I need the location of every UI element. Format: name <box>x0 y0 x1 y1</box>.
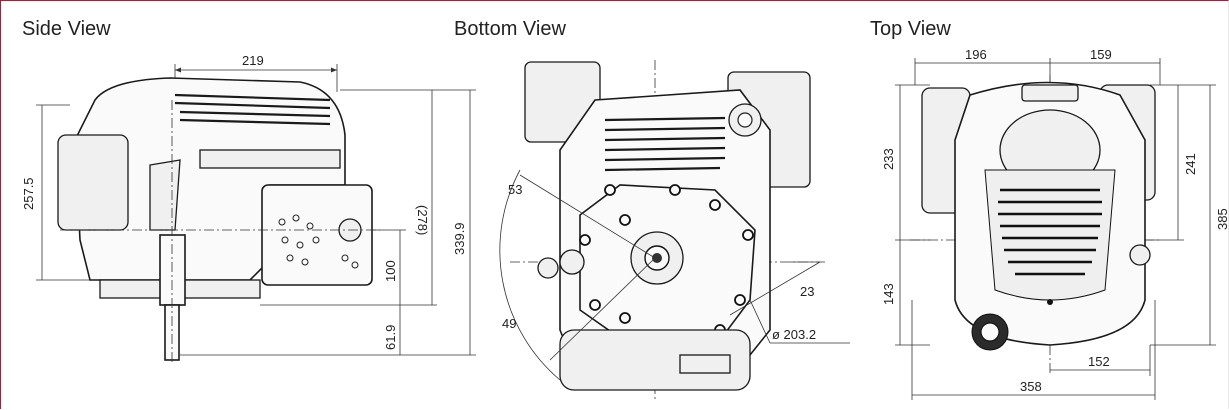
cooling-grille <box>998 188 1102 276</box>
top-view-drawing: 196 159 233 143 241 385 152 358 <box>881 47 1229 400</box>
dim-152: 152 <box>1088 354 1110 369</box>
dim-257-5: 257.5 <box>21 177 36 210</box>
dim-196: 196 <box>965 47 987 62</box>
cylinder-fins <box>604 116 726 172</box>
bottom-view-title: Bottom View <box>454 18 566 40</box>
dim-219: 219 <box>242 53 264 68</box>
top-view-title: Top View <box>870 18 951 40</box>
dim-233: 233 <box>881 148 896 170</box>
dim-159: 159 <box>1090 47 1112 62</box>
dim-241: 241 <box>1183 153 1198 175</box>
dim-358: 358 <box>1020 379 1042 394</box>
dim-339-9: 339.9 <box>452 222 467 255</box>
dim-23: 23 <box>800 284 814 299</box>
side-view-panel: Side View 219 257.5 (278) 339.9 100 61.9 <box>0 0 476 410</box>
bottom-view-panel: Bottom View <box>430 0 850 410</box>
dim-53: 53 <box>508 182 522 197</box>
cooling-fins <box>174 93 331 126</box>
side-view-drawing: 219 257.5 (278) 339.9 100 61.9 <box>21 53 476 365</box>
dim-203-2: ø 203.2 <box>772 327 816 342</box>
bottom-view-drawing: 53 49 23 ø 203.2 <box>499 60 850 400</box>
dim-49: 49 <box>502 316 516 331</box>
side-view-title: Side View <box>22 18 111 40</box>
top-view-panel: Top View 196 159 233 143 241 385 152 358 <box>850 0 1229 410</box>
dim-385: 385 <box>1215 208 1229 230</box>
dim-100: 100 <box>383 260 398 282</box>
dim-61-9: 61.9 <box>383 325 398 350</box>
dim-143: 143 <box>881 283 896 305</box>
dim-278: (278) <box>415 205 430 235</box>
